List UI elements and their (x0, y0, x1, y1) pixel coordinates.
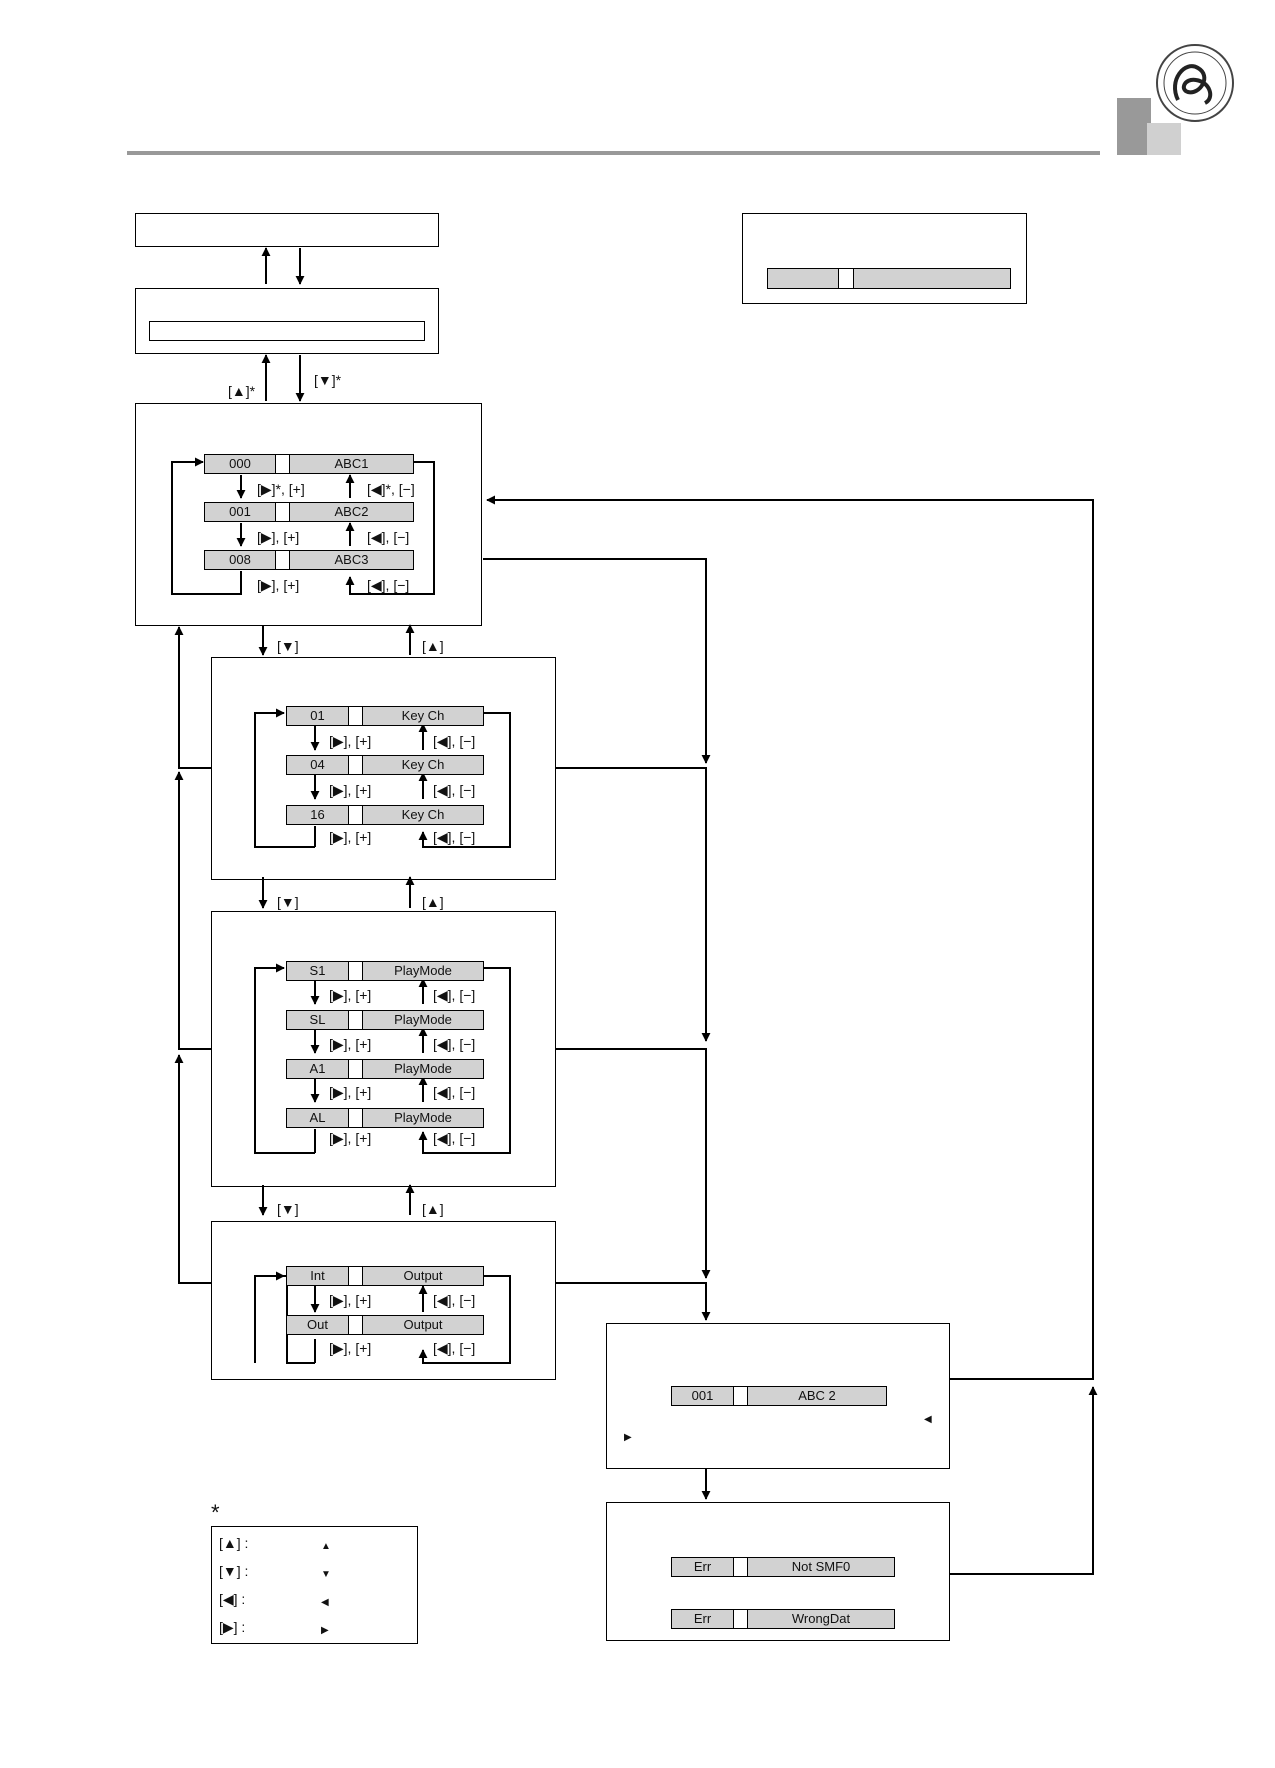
nav-down-label: [▼] (277, 638, 299, 654)
lcd-name: WrongDat (747, 1609, 895, 1629)
file-select-box (135, 403, 482, 626)
nav-label: [◀], [−] (433, 829, 476, 845)
nav-label: [▶], [+] (329, 782, 372, 798)
legend-key-right: [▶] : (219, 1619, 246, 1635)
lcd-name: ABC1 (289, 454, 414, 474)
triangle-right-icon: ▶ (624, 1432, 632, 1443)
lcd-name: Key Ch (362, 755, 484, 775)
lcd-name: Not SMF0 (747, 1557, 895, 1577)
lcd-num: SL (286, 1010, 349, 1030)
nav-label: [◀], [−] (433, 1036, 476, 1052)
lcd-name: ABC3 (289, 550, 414, 570)
lcd-name: Output (362, 1315, 484, 1335)
corner-square-light (1147, 123, 1181, 155)
nav-label: [◀], [−] (433, 1340, 476, 1356)
lcd-seg-right (853, 268, 1011, 289)
triangle-right-icon: ▶ (321, 1625, 329, 1636)
lcd-num: 01 (286, 706, 349, 726)
nav-up-label: [▲] (422, 638, 444, 654)
lcd-name: Key Ch (362, 805, 484, 825)
logo-seal (1156, 44, 1234, 122)
lcd-name: PlayMode (362, 1059, 484, 1079)
nav-label: [▶], [+] (329, 987, 372, 1003)
asterisk-label: * (211, 1500, 220, 1525)
lcd-num: Out (286, 1315, 349, 1335)
nav-label: [▶], [+] (329, 1084, 372, 1100)
lcd-num: 001 (671, 1386, 734, 1406)
lcd-num: 16 (286, 805, 349, 825)
lcd-name: PlayMode (362, 1010, 484, 1030)
legend-box (211, 1526, 418, 1644)
nav-down-star-label: [▼]* (314, 372, 342, 388)
lcd-name: PlayMode (362, 961, 484, 981)
error-box (606, 1502, 950, 1641)
nav-label: [▶], [+] (257, 577, 300, 593)
nav-down-label: [▼] (277, 1201, 299, 1217)
info-box (742, 213, 1027, 304)
lcd-name: ABC2 (289, 502, 414, 522)
nav-down-label: [▼] (277, 894, 299, 910)
corner-square-dark (1117, 98, 1151, 155)
lcd-num: S1 (286, 961, 349, 981)
lcd-num: Int (286, 1266, 349, 1286)
nav-label: [▶], [+] (329, 1036, 372, 1052)
lcd-num: A1 (286, 1059, 349, 1079)
triangle-left-icon: ◀ (321, 1597, 329, 1608)
triangle-left-icon: ◀ (924, 1414, 932, 1425)
nav-label: [◀], [−] (433, 782, 476, 798)
nav-label: [▶], [+] (329, 1292, 372, 1308)
nav-label: [▶], [+] (257, 529, 300, 545)
nav-label: [▶], [+] (329, 1340, 372, 1356)
lcd-name: ABC 2 (747, 1386, 887, 1406)
legend-key-up: [▲] : (219, 1535, 249, 1551)
lcd-name: PlayMode (362, 1108, 484, 1128)
lcd-gap (839, 268, 853, 289)
lcd-num: AL (286, 1108, 349, 1128)
nav-label: [◀], [−] (367, 577, 410, 593)
nav-label: [◀], [−] (367, 529, 410, 545)
nav-label: [◀]*, [−] (367, 481, 415, 497)
nav-label: [▶], [+] (329, 1130, 372, 1146)
playing-box (606, 1323, 950, 1469)
nav-label: [▶], [+] (329, 829, 372, 845)
lcd-name: Key Ch (362, 706, 484, 726)
top-box (135, 213, 439, 247)
nav-up-label: [▲] (422, 894, 444, 910)
output-box (211, 1221, 556, 1380)
lcd-num: Err (671, 1609, 734, 1629)
key-channel-box (211, 657, 556, 880)
lcd-num: 04 (286, 755, 349, 775)
legend-key-left: [◀] : (219, 1591, 246, 1607)
lcd-seg-left (767, 268, 839, 289)
nav-label: [▶]*, [+] (257, 481, 305, 497)
nav-label: [◀], [−] (433, 1292, 476, 1308)
lcd-num: 000 (204, 454, 276, 474)
nav-label: [▶], [+] (329, 733, 372, 749)
nav-label: [◀], [−] (433, 1084, 476, 1100)
lcd-num: 001 (204, 502, 276, 522)
play-mode-box (211, 911, 556, 1187)
lcd-name: Output (362, 1266, 484, 1286)
lcd-blank (149, 321, 425, 341)
legend-key-down: [▼] : (219, 1563, 249, 1579)
nav-label: [◀], [−] (433, 987, 476, 1003)
nav-label: [◀], [−] (433, 1130, 476, 1146)
triangle-up-icon: ▲ (321, 1541, 331, 1552)
nav-up-label: [▲] (422, 1201, 444, 1217)
triangle-down-icon: ▼ (321, 1569, 331, 1580)
lcd-num: Err (671, 1557, 734, 1577)
nav-label: [◀], [−] (433, 733, 476, 749)
lcd-num: 008 (204, 550, 276, 570)
second-box (135, 288, 439, 354)
nav-up-star-label: [▲]* (228, 383, 256, 399)
